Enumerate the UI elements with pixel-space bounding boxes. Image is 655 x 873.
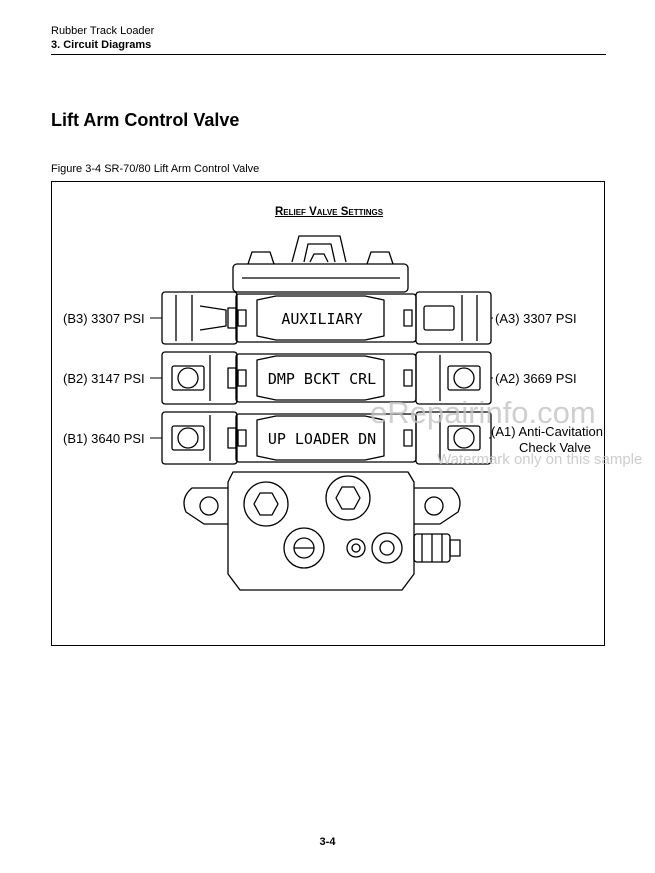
watermark-site: eRepairinfo.com [370,395,596,430]
spool-label-bucket: DMP BCKT CRL [268,370,376,388]
section-title: Lift Arm Control Valve [51,110,240,130]
port-label-b2: (B2) 3147 PSI [63,371,145,386]
control-valve-drawing: AUXILIARY DMP BCKT CRL UP LOADER DN [150,235,493,591]
watermark-note: Watermark only on this sample [437,451,643,468]
port-label-a1-line2: Check Valve [519,440,592,455]
relief-valve-settings-heading: Relief Valve Settings [274,206,384,218]
header-rule [51,54,606,55]
port-label-a3: (A3) 3307 PSI [495,311,577,326]
port-label-b1: (B1) 3640 PSI [63,431,145,446]
spool-label-auxiliary: AUXILIARY [281,310,362,328]
spool-label-loader: UP LOADER DN [268,430,376,448]
port-label-a2: (A2) 3669 PSI [495,371,577,386]
running-header-chapter: 3. Circuit Diagrams [51,39,152,51]
figure-caption: Figure 3-4 SR-70/80 Lift Arm Control Val… [51,163,260,175]
running-header-title: Rubber Track Loader [51,25,155,37]
port-label-a1: (A1) Anti-Cavitation [491,424,603,439]
page-number: 3-4 [319,836,336,848]
figure-frame: Relief Valve Settings [51,181,605,646]
port-label-b3: (B3) 3307 PSI [63,311,145,326]
